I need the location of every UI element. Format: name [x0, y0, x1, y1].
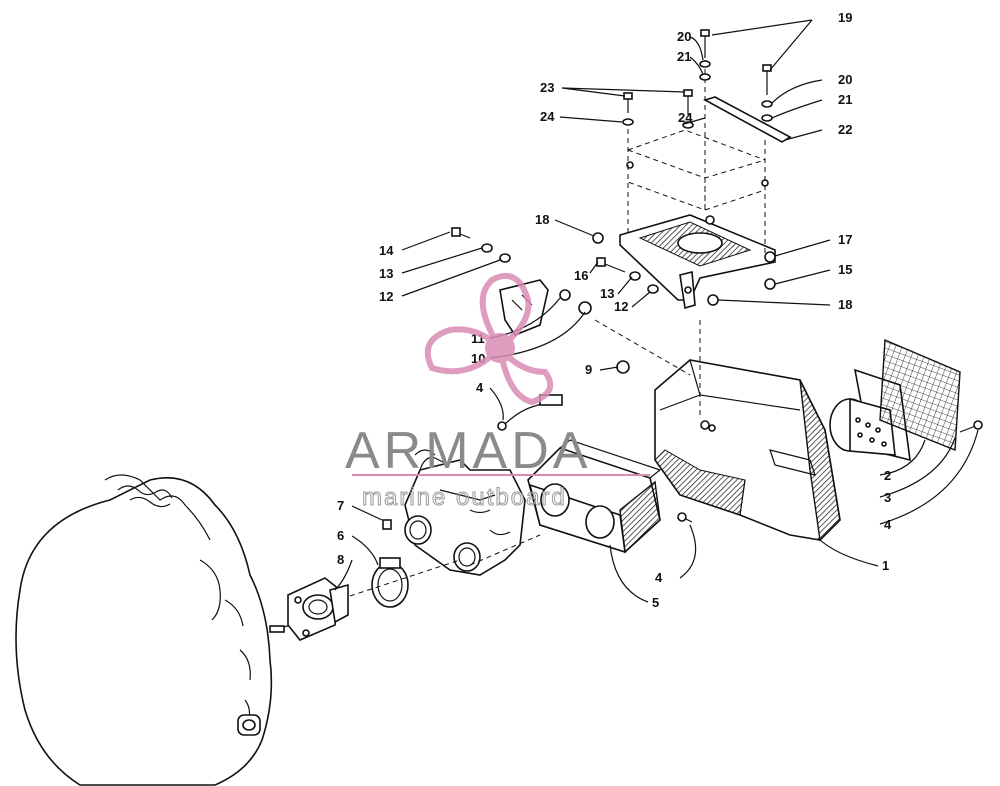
callout-4c: 4: [655, 570, 663, 585]
bracket-17: [619, 214, 776, 310]
silencer-housing-1: [654, 320, 841, 542]
clip-7: [382, 519, 392, 530]
nut-18-bottom: [707, 294, 719, 306]
callout-13a: 13: [379, 266, 393, 281]
nut-18-top: [592, 232, 604, 244]
watermark-subtitle: marine outboard: [362, 484, 567, 511]
callout-12a: 12: [379, 289, 393, 304]
callout-3: 3: [884, 490, 891, 505]
callout-18a: 18: [535, 212, 549, 227]
screw-4-lower: [677, 512, 693, 523]
fitting-9: [616, 360, 630, 374]
flange-8: [287, 577, 349, 641]
callout-4b: 4: [884, 517, 892, 532]
callout-23: 23: [540, 80, 554, 95]
clamp-6: [371, 557, 409, 608]
callout-1: 1: [882, 558, 889, 573]
callout-24a: 24: [540, 109, 555, 124]
watermark-rule: [352, 474, 650, 476]
fasteners-mid: [596, 257, 659, 294]
screen-3: [879, 338, 961, 452]
callout-2: 2: [884, 468, 891, 483]
leader-lines: [334, 19, 979, 603]
watermark-logo: [424, 273, 554, 406]
watermark-title: ARMADA: [345, 422, 591, 480]
intake-tube-2: [829, 368, 911, 462]
nut-15: [764, 278, 776, 290]
callout-19: 19: [838, 10, 852, 25]
callout-6: 6: [337, 528, 344, 543]
callout-16: 16: [574, 268, 588, 283]
callout-24b: 24: [678, 110, 693, 125]
screw-4-right: [959, 420, 983, 433]
callout-12b: 12: [614, 299, 628, 314]
strap-22: [702, 96, 792, 143]
callout-4a: 4: [476, 380, 484, 395]
callout-5: 5: [652, 595, 659, 610]
callout-15: 15: [838, 262, 852, 277]
callout-labels: 19 20 21 20 21 22 23 24 24 18 17 15 18 1…: [337, 10, 892, 610]
callout-21a: 21: [677, 49, 691, 64]
engine-block: [15, 474, 293, 786]
bolts-top: [622, 29, 773, 129]
callout-20b: 20: [838, 72, 852, 87]
choke-bracket: [499, 279, 592, 336]
callout-17: 17: [838, 232, 852, 247]
callout-22: 22: [838, 122, 852, 137]
callout-8: 8: [337, 552, 344, 567]
callout-18b: 18: [838, 297, 852, 312]
callout-13b: 13: [600, 286, 614, 301]
silencer-cover: [626, 60, 769, 255]
callout-9: 9: [585, 362, 592, 377]
fasteners-left: [451, 227, 511, 263]
callout-7: 7: [337, 498, 344, 513]
callout-20a: 20: [677, 29, 691, 44]
carburetor-assembly: [349, 449, 541, 597]
callout-21b: 21: [838, 92, 852, 107]
callout-14: 14: [379, 243, 394, 258]
